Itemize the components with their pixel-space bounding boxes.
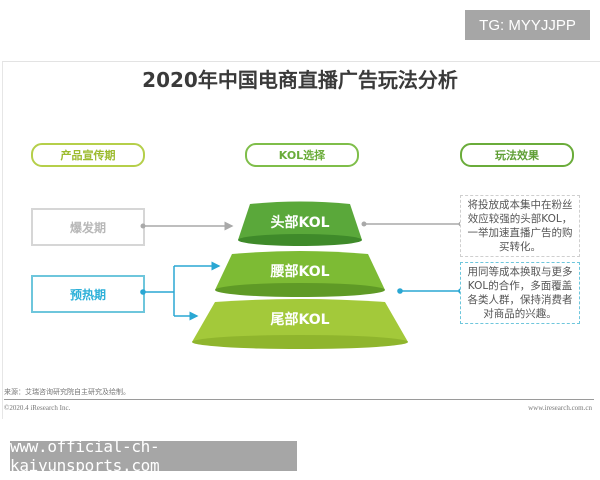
page-title: 2020年中国电商直播广告玩法分析	[142, 68, 458, 92]
tier-waist-shape	[215, 251, 385, 297]
watermark-bottom: www.official-ch-kaiyunsports.com	[10, 437, 297, 475]
tier-waist-label: 腰部KOL	[270, 264, 330, 280]
tier-tail-shape	[192, 299, 408, 349]
stage-warmup-box: 预热期	[31, 275, 145, 313]
burst-connector	[140, 221, 234, 231]
footer-divider	[4, 399, 594, 400]
note-head-effect: 将投放成本集中在粉丝效应较强的头部KOL，一举加速直播广告的购买转化。	[460, 195, 580, 257]
tier-head-shape	[238, 201, 362, 246]
header-play-effect: 玩法效果	[460, 143, 574, 167]
tier-head-label: 头部KOL	[270, 215, 330, 231]
warmup-connector	[140, 261, 221, 321]
tier-tail-label: 尾部KOL	[270, 312, 330, 328]
infographic-card	[2, 61, 600, 419]
copyright: ©2020.4 iResearch Inc.	[4, 404, 71, 412]
watermark-top: TG: MYYJJPP	[465, 10, 590, 40]
source-note: 来源：艾瑞咨询研究院自主研究及绘制。	[4, 388, 130, 396]
site-url: www.iresearch.com.cn	[528, 404, 592, 412]
header-product-stage: 产品宣传期	[31, 143, 145, 167]
broad-effect-connector	[397, 288, 464, 294]
stage-burst-box: 爆发期	[31, 208, 145, 246]
note-broad-effect: 用同等成本换取与更多KOL的合作，多面覆盖各类人群，保持消费者对商品的兴趣。	[460, 262, 580, 324]
header-kol-selection: KOL选择	[245, 143, 359, 167]
